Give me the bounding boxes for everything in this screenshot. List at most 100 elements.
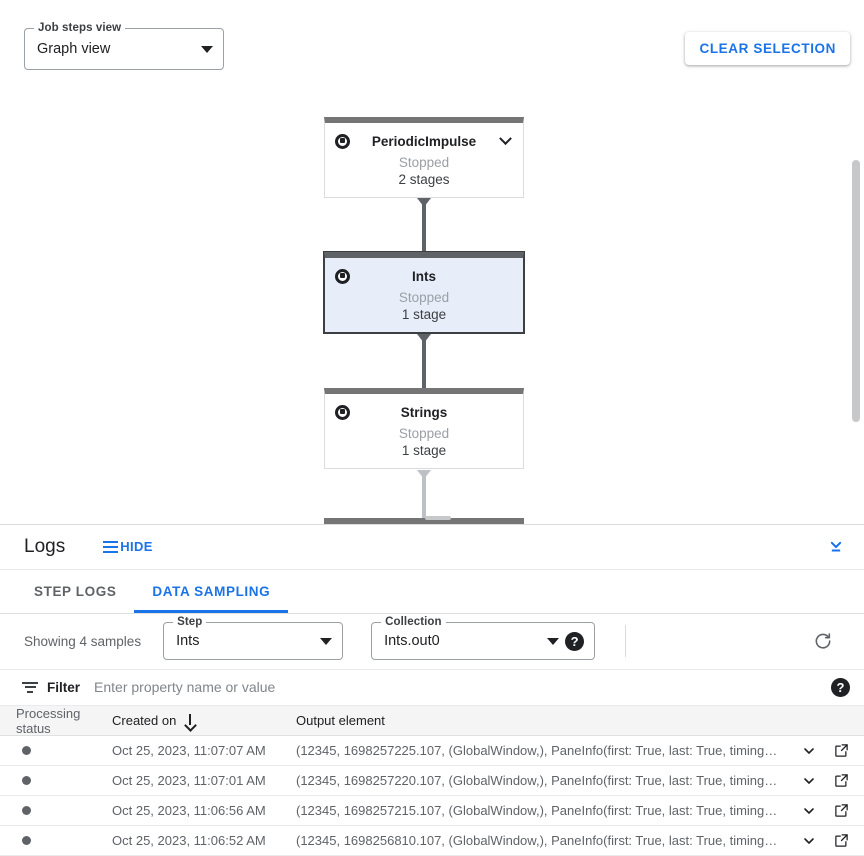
filter-label: Filter [47,679,81,695]
graph-node-partial[interactable] [324,518,524,524]
help-icon[interactable]: ? [831,677,850,697]
open-in-new-icon [834,774,848,787]
column-output-element[interactable]: Output element [296,713,385,728]
cell-created-on: Oct 25, 2023, 11:06:52 AM [112,833,266,848]
chevron-down-icon [547,637,560,645]
table-row[interactable]: Oct 25, 2023, 11:07:01 AM (12345, 1698257… [0,766,864,796]
open-in-new-button[interactable] [832,802,850,820]
chevron-down-icon [804,747,814,754]
node-status: Stopped [398,426,450,441]
clear-selection-button[interactable]: CLEAR SELECTION [685,32,850,65]
table-row[interactable]: Oct 25, 2023, 11:06:52 AM (12345, 1698256… [0,826,864,856]
logs-title: Logs [24,535,66,557]
showing-samples-label: Showing 4 samples [24,633,142,649]
tab-data-sampling[interactable]: DATA SAMPLING [134,570,289,614]
status-dot [22,776,31,785]
status-dot [22,806,31,815]
cell-output-element: (12345, 1698256810.107, (GlobalWindow,),… [296,833,778,848]
arrow-down-icon [417,198,431,207]
expand-row-button[interactable] [800,772,818,790]
cell-output-element: (12345, 1698257225.107, (GlobalWindow,),… [296,743,778,758]
collection-field[interactable]: Collection Ints.out0 ? [371,616,596,661]
list-icon [103,540,119,553]
expand-row-button[interactable] [800,832,818,850]
cell-output-element: (12345, 1698257215.107, (GlobalWindow,),… [296,803,778,818]
expand-row-button[interactable] [800,802,818,820]
job-steps-view-value: Graph view [37,41,111,57]
graph-node-periodicimpulse[interactable]: PeriodicImpulse Stopped 2 stages [324,117,524,198]
job-steps-view-select[interactable]: Job steps view Graph view [24,22,224,70]
graph-edge-periodicimpulse-to-ints [417,198,431,252]
samples-table-body: Oct 25, 2023, 11:07:07 AM(12345, 1698257… [0,736,864,856]
cell-created-on: Oct 25, 2023, 11:06:56 AM [112,803,266,818]
chevron-down-icon[interactable] [497,131,513,149]
open-in-new-button[interactable] [832,742,850,760]
refresh-button[interactable] [808,626,838,656]
collapse-panel-button[interactable] [822,533,850,561]
row-actions [800,772,864,790]
node-stages: 2 stages [398,172,450,187]
chevron-down-icon [804,777,814,784]
row-actions [800,802,864,820]
node-header: Ints [335,266,513,286]
logs-header: Logs HIDE [0,524,864,571]
table-row[interactable]: Oct 25, 2023, 11:07:07 AM(12345, 1698257… [0,736,864,766]
node-title: Ints [411,268,436,284]
status-dot [22,746,31,755]
node-header: Strings [335,402,513,422]
node-title: PeriodicImpulse [371,133,477,149]
filter-bar: Filter ? [0,670,864,706]
job-graph-panel: Job steps view Graph view CLEAR SELECTIO… [0,22,864,525]
chevron-down-icon [201,45,213,53]
filter-icon [22,681,38,693]
refresh-icon [815,633,831,650]
open-in-new-button[interactable] [832,832,850,850]
node-stages: 1 stage [401,443,447,458]
stop-icon [335,133,350,149]
expand-row-button[interactable] [800,742,818,760]
arrow-down-icon [417,334,431,343]
arrow-down-icon [417,470,431,479]
collection-select[interactable]: Collection Ints.out0 ? [371,616,601,661]
cell-processing-status [0,746,112,755]
filter-input[interactable] [94,679,831,696]
node-status: Stopped [398,290,450,305]
collection-legend: Collection [381,616,446,629]
node-stages: 1 stage [401,307,447,322]
step-field[interactable]: Step Ints [163,616,344,661]
open-in-new-button[interactable] [832,772,850,790]
chevron-down-icon [804,837,814,844]
step-legend: Step [173,616,207,629]
panel-resize-handle[interactable] [425,515,451,520]
open-in-new-icon [834,834,848,847]
logs-tabs: STEP LOGS DATA SAMPLING [0,570,864,615]
cell-created-on: Oct 25, 2023, 11:07:01 AM [112,773,266,788]
node-status: Stopped [398,155,450,170]
stop-icon [335,404,350,420]
sampling-controls: Showing 4 samples Step Ints Collection I… [0,614,864,670]
column-processing-status[interactable]: Processing status [16,705,81,736]
table-row[interactable]: Oct 25, 2023, 11:06:56 AM (12345, 1698257… [0,796,864,826]
divider [625,625,627,658]
chevron-down-icon [320,637,333,645]
cell-output-element: (12345, 1698257220.107, (GlobalWindow,),… [296,773,778,788]
row-actions [800,832,864,850]
tab-step-logs[interactable]: STEP LOGS [16,570,134,613]
chevron-down-icon [804,807,814,814]
graph-vertical-scrollbar[interactable] [852,160,860,422]
graph-edge-strings-to-next [417,470,431,521]
hide-logs-button[interactable]: HIDE [103,539,153,554]
node-title: Strings [400,404,448,420]
step-select[interactable]: Step Ints [163,616,344,661]
graph-node-ints[interactable]: Ints Stopped 1 stage [323,251,525,334]
help-icon[interactable]: ? [565,631,585,651]
column-created-on[interactable]: Created on [112,713,296,728]
row-actions [800,742,864,760]
graph-node-strings[interactable]: Strings Stopped 1 stage [324,388,524,469]
cell-processing-status [0,776,112,785]
graph-edge-ints-to-strings [417,334,431,388]
job-steps-view-field[interactable]: Job steps view Graph view [24,22,224,70]
sort-descending-icon [184,714,196,727]
status-dot [22,836,31,845]
